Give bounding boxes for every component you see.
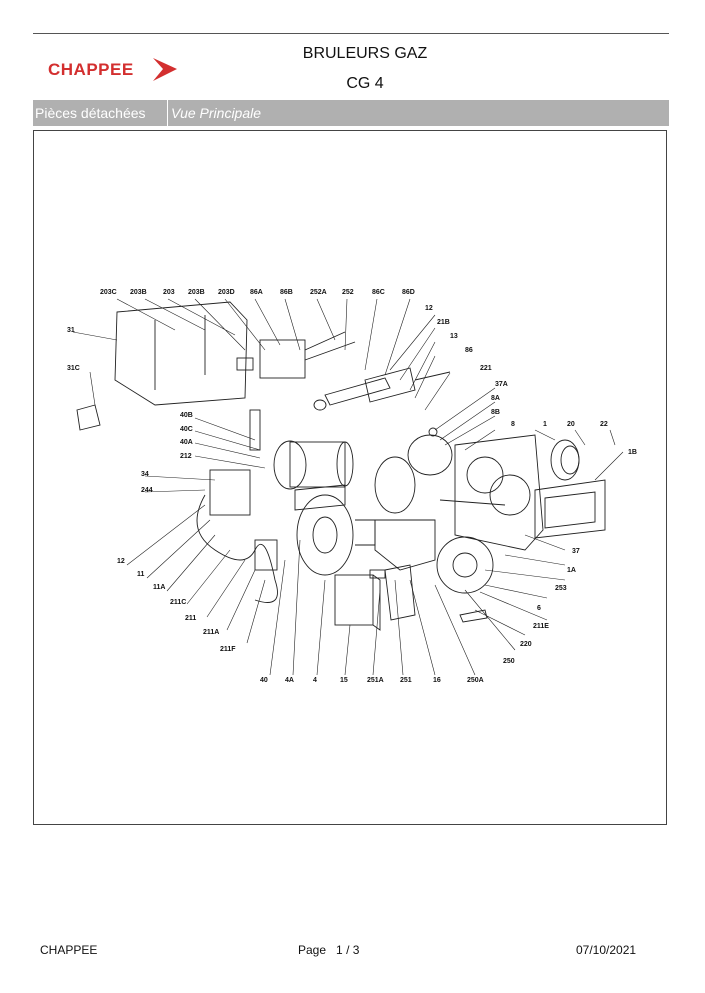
section-label: Pièces détachées: [35, 105, 146, 121]
diagram-label: 220: [520, 641, 532, 648]
section-divider: [167, 100, 168, 126]
diagram-label: 253: [555, 585, 567, 592]
diagram-label: 1B: [628, 449, 637, 456]
diagram-label: 8B: [491, 409, 500, 416]
diagram-label: 211F: [220, 646, 236, 653]
diagram-label: 13: [450, 333, 458, 340]
diagram-label: 21B: [437, 319, 450, 326]
diagram-frame: [33, 130, 667, 825]
footer-pagination: Page 1 / 3: [298, 943, 359, 957]
page-current: 1: [336, 943, 343, 957]
diagram-label: 86B: [280, 289, 293, 296]
diagram-label: 221: [480, 365, 492, 372]
page-separator: /: [346, 943, 350, 957]
diagram-label: 6: [537, 605, 541, 612]
diagram-label: 37A: [495, 381, 508, 388]
flange-part: [550, 439, 580, 481]
diagram-label: 203B: [130, 289, 147, 296]
electrode-assembly-part: [364, 367, 451, 437]
diagram-label: 211A: [203, 629, 219, 636]
diagram-label: 251A: [367, 677, 384, 684]
section-bar: Pièces détachées Vue Principale: [33, 100, 669, 126]
fan-wheel-part: [436, 536, 494, 594]
diagram-label: 212: [180, 453, 192, 460]
diagram-label: 15: [340, 677, 348, 684]
diagram-label: 11: [137, 571, 145, 578]
control-box-part: [369, 564, 416, 621]
diagram-label: 37: [572, 548, 580, 555]
footer-date: 07/10/2021: [576, 943, 637, 957]
diagram-label: 8A: [491, 395, 500, 402]
diagram-label: 34: [141, 471, 149, 478]
gasket-part: [534, 479, 606, 539]
diagram-label: 251: [400, 677, 412, 684]
diagram-label: 31C: [67, 365, 80, 372]
page-total: 3: [352, 943, 360, 957]
diagram-label: 211C: [170, 599, 186, 606]
diagram-labels: 203C 203B 203 203B 203D 86A 86B 252A 252…: [67, 289, 637, 684]
diagram-label: 1A: [567, 567, 576, 574]
diagram-label: 252: [342, 289, 354, 296]
diagram-label: 40C: [180, 426, 193, 433]
exploded-view-diagram: 203C 203B 203 203B 203D 86A 86B 252A 252…: [67, 289, 637, 684]
diagram-label: 250: [503, 658, 515, 665]
burner-body-part: [439, 434, 544, 551]
diagram-label: 203C: [100, 289, 117, 296]
gas-valve-part: [236, 331, 391, 411]
diagram-label: 11A: [153, 584, 165, 591]
air-intake-part: [374, 434, 453, 571]
diagram-label: 4: [313, 677, 317, 684]
motor-part: [209, 409, 354, 516]
diagram-label: 211: [185, 615, 196, 622]
diagram-label: 40A: [180, 439, 193, 446]
sensor-part: [459, 609, 488, 623]
diagram-label: 22: [600, 421, 608, 428]
diagram-label: 8: [511, 421, 515, 428]
diagram-label: 203B: [188, 289, 205, 296]
diagram-label: 203: [163, 289, 175, 296]
top-rule: [33, 33, 669, 34]
diagram-label: 20: [567, 421, 575, 428]
diagram-label: 86: [465, 347, 473, 354]
diagram-label: 1: [543, 421, 547, 428]
diagram-label: 12: [117, 558, 125, 565]
view-label: Vue Principale: [171, 105, 262, 121]
brand-logo-text: CHAPPEE: [48, 60, 134, 79]
diagram-label: 86D: [402, 289, 415, 296]
page-title: BRULEURS GAZ: [302, 45, 428, 62]
diagram-label: 16: [433, 677, 441, 684]
page-subtitle: CG 4: [346, 75, 384, 92]
diagram-label: 4A: [285, 677, 294, 684]
diagram-label: 203D: [218, 289, 235, 296]
diagram-label: 40: [260, 677, 268, 684]
diagram-label: 250A: [467, 677, 484, 684]
cover-part: [114, 301, 248, 406]
footer-company: CHAPPEE: [40, 943, 98, 957]
diagram-label: 86A: [250, 289, 263, 296]
diagram-label: 12: [425, 305, 433, 312]
small-bracket-part: [76, 404, 101, 431]
diagram-label: 244: [141, 487, 153, 494]
page-label: Page: [298, 943, 327, 957]
cable-harness-part: [196, 494, 278, 603]
diagram-label: 31: [67, 327, 75, 334]
blower-housing-part: [296, 494, 376, 576]
brand-swoosh-icon: [153, 58, 177, 81]
diagram-label: 252A: [310, 289, 327, 296]
diagram-label: 211E: [533, 623, 549, 630]
brand-logo: CHAPPEE: [48, 54, 188, 88]
diagram-label: 86C: [372, 289, 385, 296]
transformer-part: [334, 574, 381, 631]
diagram-label: 40B: [180, 412, 193, 419]
